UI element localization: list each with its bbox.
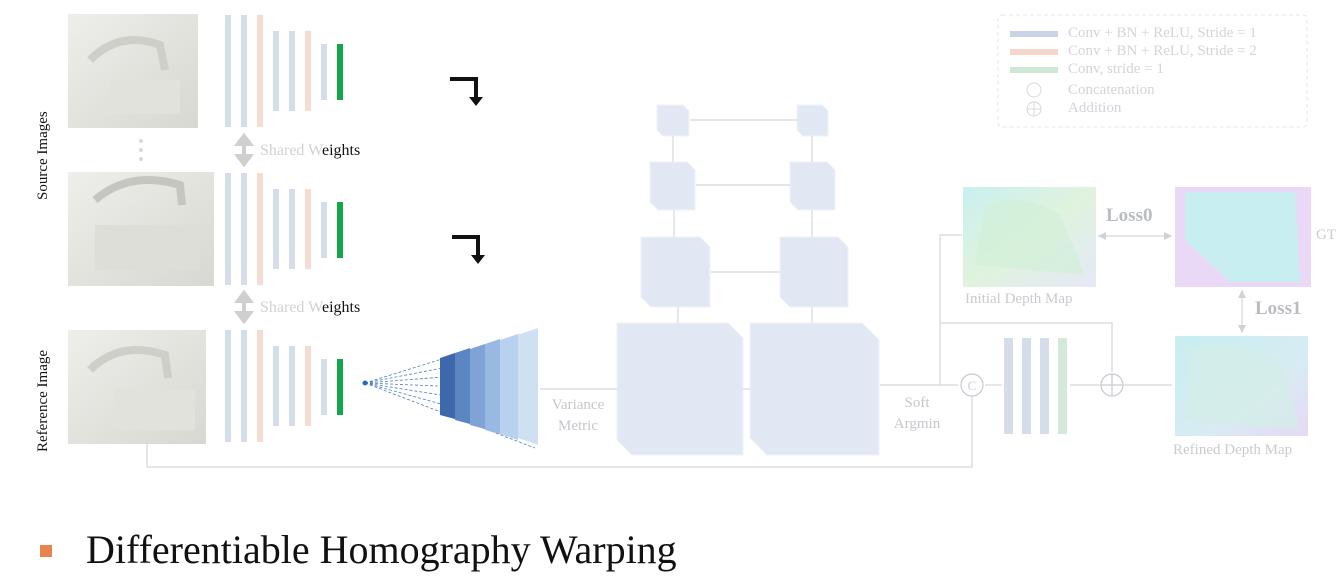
bullet-title: Differentiable Homography Warping (86, 527, 677, 572)
regularization-network (616, 104, 880, 456)
source-image-1 (68, 14, 198, 128)
warp-arrow-icon-1 (450, 77, 483, 106)
shared-weights-arrow-2 (234, 289, 254, 325)
shared-weights-1-part-b: eights (321, 142, 361, 159)
loss0-label: Loss0 (1106, 205, 1153, 226)
concatenation-icon (960, 373, 984, 397)
unet-connectors (540, 119, 813, 390)
loss-arrows (1098, 232, 1246, 333)
shared-weights-2-part-b: eights (321, 299, 361, 316)
source-images-label: Source Images (35, 111, 51, 200)
legend-stride2-text: Conv + BN + ReLU, Stride = 2 (1068, 43, 1257, 59)
legend-stride1-text: Conv + BN + ReLU, Stride = 1 (1068, 25, 1257, 41)
legend-conv-text: Conv, stride = 1 (1068, 61, 1164, 77)
ellipsis-dots (139, 139, 143, 161)
homography-frustum (362, 328, 538, 449)
shared-weights-label-1: Shared Weights (260, 142, 360, 160)
variance-metric-label-2: Metric (558, 418, 598, 434)
initial-depth-map (963, 187, 1096, 287)
reference-image (68, 330, 206, 444)
shared-weights-1-part-a: Shared W (260, 142, 322, 159)
flow-lines (146, 234, 1243, 468)
refined-depth-map (1175, 336, 1308, 436)
variance-metric-label-1: Variance (551, 397, 605, 413)
soft-argmin-label-1: Soft (904, 395, 930, 411)
shared-weights-2-part-a: Shared W (260, 299, 322, 316)
feature-extractor-row-1 (225, 15, 343, 127)
initial-depth-map-caption: Initial Depth Map (965, 291, 1073, 307)
loss1-label: Loss1 (1255, 298, 1302, 319)
source-image-2 (68, 172, 214, 286)
ground-truth-depth-map (1175, 187, 1311, 287)
addition-icon (1100, 373, 1124, 397)
soft-argmin-label-2: Argmin (893, 416, 941, 432)
bullet-marker (40, 545, 52, 557)
gt-label: GT (1316, 227, 1336, 243)
reference-image-label: Reference Image (35, 349, 51, 452)
legend-concatenation-text: Concatenation (1068, 82, 1155, 98)
shared-weights-label-2: Shared Weights (260, 299, 360, 317)
warp-arrow-icon-2 (452, 235, 485, 264)
concatenation-c: C (968, 378, 977, 393)
legend-box (997, 14, 1308, 128)
legend-addition-text: Addition (1068, 100, 1122, 116)
shared-weights-arrow-1 (234, 132, 254, 168)
refinement-network (1004, 338, 1067, 434)
refined-depth-map-caption: Refined Depth Map (1173, 442, 1293, 458)
feature-extractor-row-2 (225, 173, 343, 285)
feature-extractor-row-3 (225, 330, 343, 442)
